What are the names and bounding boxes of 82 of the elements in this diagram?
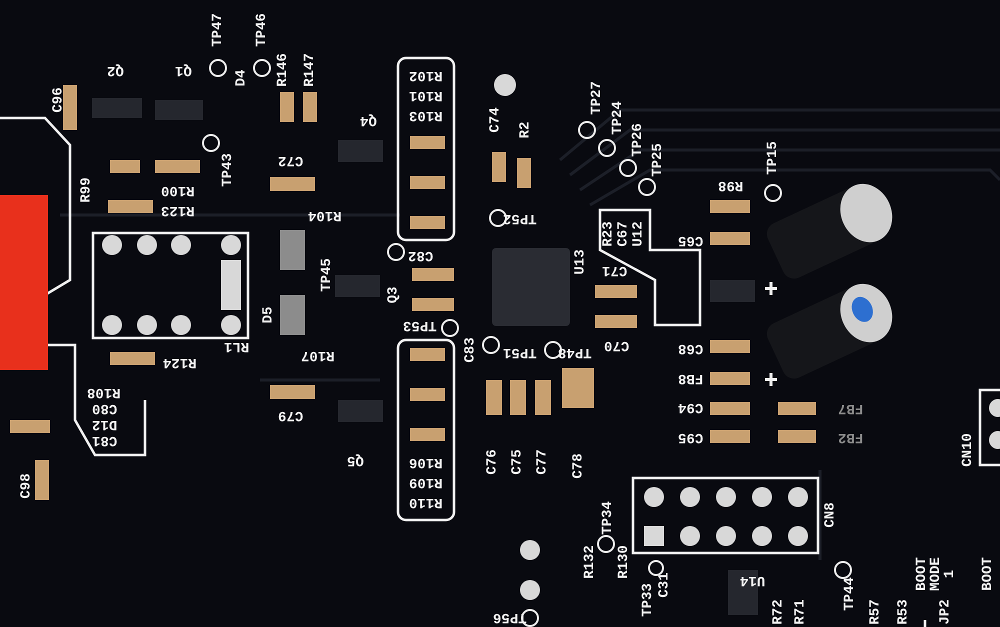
component-designator: Q2 (106, 63, 124, 77)
component-designator: R53 (896, 599, 910, 625)
component-designator: R106 (409, 455, 443, 469)
component-designator: R57 (868, 599, 882, 625)
component-designator: TP27 (590, 81, 604, 115)
component-designator: TP53 (403, 318, 437, 332)
component-designator: C80 (92, 401, 117, 415)
component-designator: R102 (409, 68, 443, 82)
component-designator: BOOT (980, 557, 995, 591)
component-designator: TP43 (220, 153, 235, 187)
component-designator: C78 (571, 453, 586, 479)
component-designator: R147 (302, 53, 317, 87)
component-designator: TP48 (558, 345, 592, 359)
component-designator: R146 (276, 53, 290, 87)
component-designator: C94 (678, 400, 703, 414)
component-designator: C67 (616, 221, 630, 247)
component-designator: JP2 (938, 599, 952, 625)
component-designator: R109 (409, 475, 443, 489)
component-designator: C96 (51, 87, 66, 113)
component-designator: Q5 (346, 453, 364, 467)
component-designator: C70 (604, 338, 629, 352)
component-designator: C71 (602, 263, 627, 277)
component-designator: R103 (409, 108, 443, 122)
component-designator: TP51 (503, 345, 537, 359)
component-designator: D5 (260, 306, 275, 324)
component-designator: FB2 (838, 430, 863, 444)
component-designator: TP33 (640, 583, 655, 617)
silkscreen-label: BOOT MODE 1 (915, 556, 957, 593)
component-designator: R101 (409, 88, 443, 102)
component-designator: C65 (678, 233, 703, 247)
component-designator: R98 (718, 178, 743, 192)
component-designator: R110 (409, 495, 443, 509)
component-designator: C74 (488, 107, 502, 133)
component-designator: R99 (79, 177, 94, 203)
component-designator: U14 (740, 573, 765, 587)
component-designator: RL1 (224, 339, 249, 353)
component-designator: TP56 (493, 610, 527, 624)
component-designator: Q4 (360, 113, 376, 127)
component-designator: R100 (161, 183, 195, 197)
component-designator: C98 (19, 473, 34, 499)
component-designator: D12 (92, 417, 117, 431)
component-designator: TP26 (630, 123, 645, 157)
component-designator: C79 (278, 408, 303, 422)
component-designator: C77 (535, 449, 550, 475)
component-designator: C82 (408, 248, 433, 262)
component-designator: C68 (678, 341, 703, 355)
component-designator: R130 (616, 545, 631, 579)
component-designator: TP34 (600, 501, 615, 535)
component-designator: R123 (161, 203, 195, 217)
component-designator: R23 (601, 221, 616, 247)
component-designator: CN8 (823, 502, 838, 528)
component-designator: D4 (234, 70, 248, 86)
component-designator: C81 (92, 433, 117, 447)
component-designator: R72 (771, 599, 786, 625)
component-designator: FB8 (678, 371, 703, 385)
component-designator: C95 (678, 430, 703, 444)
component-designator: R124 (163, 355, 197, 369)
component-designator: TP25 (650, 143, 665, 177)
component-designator: U12 (631, 221, 646, 247)
component-designator: C76 (485, 449, 500, 475)
component-designator: C83 (463, 337, 478, 363)
component-designator: C75 (510, 449, 524, 475)
component-designator: R107 (301, 348, 335, 362)
component-designator: C31 (657, 572, 672, 598)
component-designator: R108 (87, 385, 121, 399)
component-designator: R71 (793, 599, 808, 625)
component-designator: R104 (308, 208, 342, 222)
component-designator: TP45 (320, 258, 334, 292)
component-designator: CN10 (960, 433, 975, 467)
component-designator: U13 (573, 249, 588, 275)
component-designator: TP52 (503, 211, 537, 225)
component-designator: TP44 (842, 577, 857, 611)
component-designator: FB7 (838, 401, 863, 415)
component-designator: Q3 (386, 286, 400, 304)
component-designator: TP24 (610, 101, 625, 135)
component-designator: TP15 (766, 141, 780, 175)
component-designator: R2 (518, 122, 532, 138)
component-designator: TP46 (254, 13, 269, 47)
component-designator: C72 (278, 153, 303, 167)
component-designator: Q1 (174, 63, 192, 77)
component-designator: TP47 (210, 13, 225, 47)
component-designator: R132 (582, 545, 597, 579)
